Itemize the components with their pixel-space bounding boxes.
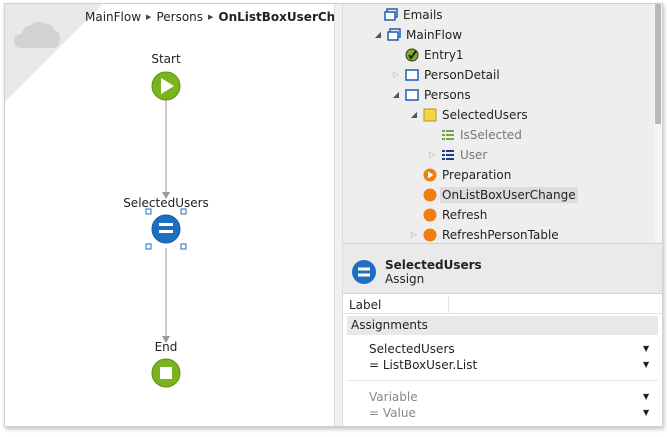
preparation-icon (423, 168, 437, 182)
end-node-label[interactable]: End (154, 340, 178, 354)
label-property-row[interactable]: Label (343, 296, 662, 314)
tree-scrollbar-thumb[interactable] (655, 4, 661, 124)
tree-item-preparation[interactable]: Preparation (423, 165, 511, 184)
tree-item-emails[interactable]: Emails (370, 5, 443, 24)
breadcrumb: MainFlow ▶ Persons ▶ OnListBoxUserChange (85, 10, 369, 24)
expanded-arrow-icon[interactable]: ◢ (392, 90, 400, 99)
collapsed-arrow-icon[interactable]: ▷ (410, 230, 418, 239)
elements-tree: Emails ◢ MainFlow Entry1 ▷ PersonDetail (343, 4, 654, 243)
entry-check-icon (405, 48, 419, 62)
tree-item-label: Refresh (442, 207, 488, 222)
tree-item-refreshpersontable[interactable]: ▷ RefreshPersonTable (409, 225, 559, 243)
assign-node-label[interactable]: SelectedUsers (123, 196, 209, 210)
new-value-field[interactable]: = Value (369, 406, 416, 420)
breadcrumb-item-persons[interactable]: Persons (156, 10, 204, 24)
properties-title: SelectedUsers (385, 258, 482, 272)
assign-icon (352, 260, 376, 284)
start-node-label[interactable]: Start (151, 52, 181, 66)
dropdown-arrow-icon[interactable]: ▼ (643, 408, 650, 417)
assignments-section-title: Assignments (351, 318, 428, 332)
new-variable-field[interactable]: Variable (369, 390, 418, 404)
tree-item-user[interactable]: ▷ User (427, 145, 487, 164)
start-node-icon (151, 71, 181, 101)
assignment-variable-field[interactable]: SelectedUsers (369, 342, 455, 356)
tree-item-onlistboxuserchange[interactable]: OnListBoxUserChange (423, 185, 578, 204)
tree-item-label: User (460, 147, 488, 162)
tree-item-mainflow[interactable]: ◢ MainFlow (373, 25, 462, 44)
tree-item-persons[interactable]: ◢ Persons (391, 85, 471, 104)
tree-item-refresh[interactable]: Refresh (423, 205, 487, 224)
assignments-section-header: Assignments (347, 316, 658, 335)
tree-item-label: IsSelected (460, 127, 522, 142)
panel-splitter[interactable] (334, 4, 343, 426)
tree-item-label: PersonDetail (424, 67, 500, 82)
flow-diagram (145, 71, 187, 388)
tree-item-selectedusers[interactable]: ◢ SelectedUsers (409, 105, 528, 124)
action-icon (423, 208, 437, 222)
attribute-list-icon (441, 128, 455, 142)
collapsed-arrow-icon[interactable]: ▷ (428, 150, 436, 159)
tree-item-entry1[interactable]: Entry1 (405, 45, 464, 64)
dropdown-arrow-icon[interactable]: ▼ (643, 392, 650, 401)
properties-subtitle: Assign (385, 272, 425, 286)
selection-handles (145, 208, 187, 250)
tree-item-persondetail[interactable]: ▷ PersonDetail (391, 65, 500, 84)
expanded-arrow-icon[interactable]: ◢ (374, 30, 382, 39)
tree-item-label: MainFlow (406, 27, 463, 42)
tree-item-label: SelectedUsers (442, 107, 528, 122)
tree-item-label: Emails (403, 7, 443, 22)
screen-icon (405, 88, 419, 102)
action-icon (423, 188, 437, 202)
app-window: MainFlow ▶ Persons ▶ OnListBoxUserChange (4, 3, 663, 427)
local-variable-icon (423, 108, 437, 122)
tree-item-isselected[interactable]: IsSelected (441, 125, 522, 144)
entity-icon (441, 148, 455, 162)
properties-panel: SelectedUsers Assign Label Assignments S… (343, 243, 662, 426)
canvas-corner (5, 4, 103, 102)
tree-item-label: Persons (424, 87, 471, 102)
flow-icon (387, 27, 401, 42)
cloud-icon (14, 21, 60, 48)
action-icon (423, 228, 437, 242)
tree-item-label: Preparation (442, 167, 512, 182)
screen-icon (405, 68, 419, 82)
tree-item-label: RefreshPersonTable (442, 227, 559, 242)
breadcrumb-current: OnListBoxUserChange (218, 10, 369, 24)
tree-item-label: OnListBoxUserChange (440, 186, 578, 203)
assignment-value-field[interactable]: = ListBoxUser.List (369, 358, 478, 372)
properties-header: SelectedUsers Assign (343, 244, 662, 294)
dropdown-arrow-icon[interactable]: ▼ (643, 344, 650, 353)
breadcrumb-separator-icon: ▶ (146, 13, 152, 21)
dropdown-arrow-icon[interactable]: ▼ (643, 360, 650, 369)
expanded-arrow-icon[interactable]: ◢ (410, 110, 418, 119)
assignment-divider (347, 380, 658, 381)
tree-item-label: Entry1 (424, 47, 464, 62)
connector-arrowhead-icon (162, 192, 170, 199)
assign-node-icon (151, 214, 181, 244)
screen-folder-icon (384, 7, 398, 22)
label-property-name: Label (349, 298, 382, 312)
end-node-icon (151, 358, 181, 388)
connector-arrowhead-icon (162, 336, 170, 343)
flow-canvas[interactable]: MainFlow ▶ Persons ▶ OnListBoxUserChange (5, 4, 369, 426)
breadcrumb-separator-icon: ▶ (208, 13, 214, 21)
breadcrumb-item-mainflow[interactable]: MainFlow (85, 10, 142, 24)
collapsed-arrow-icon[interactable]: ▷ (392, 70, 400, 79)
